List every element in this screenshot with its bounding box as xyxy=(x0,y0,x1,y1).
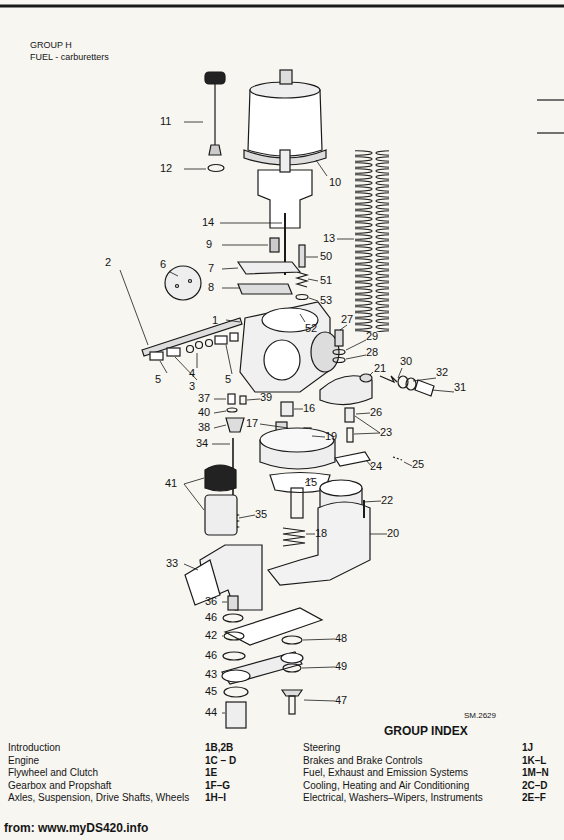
callout-number: 17 xyxy=(246,417,258,430)
callout-number: 47 xyxy=(335,694,347,707)
callout-number: 44 xyxy=(205,706,217,719)
callout-number: 36 xyxy=(205,595,217,608)
callout-number: 51 xyxy=(320,274,332,287)
parts xyxy=(0,6,564,728)
callout-number: 26 xyxy=(370,406,382,419)
watermark: from: www.myDS420.info xyxy=(4,822,148,836)
callout-number: 11 xyxy=(160,115,171,128)
callout-number: 27 xyxy=(341,313,353,326)
callout-number: 9 xyxy=(206,238,212,251)
callout-number: 28 xyxy=(366,346,378,359)
callout-number: 23 xyxy=(380,426,392,439)
callout-number: 19 xyxy=(325,430,337,443)
callout-number: 34 xyxy=(196,437,208,450)
index-entry: Axles, Suspension, Drive Shafts, Wheels xyxy=(8,792,189,804)
index-code: 2E–F xyxy=(522,792,546,804)
index-code: 1B,2B xyxy=(205,742,233,754)
callout-number: 46 xyxy=(205,611,217,624)
callout-number: 12 xyxy=(160,162,172,175)
callout-number: 53 xyxy=(320,294,332,307)
index-entry: Introduction xyxy=(8,742,60,754)
table-heading: GROUP INDEX xyxy=(384,725,468,739)
callout-number: 33 xyxy=(166,557,178,570)
index-entry: Engine xyxy=(8,755,39,767)
callout-number: 41 xyxy=(165,477,177,490)
drawing-number: SM.2629 xyxy=(464,711,496,720)
callout-number: 39 xyxy=(260,391,272,404)
callout-number: 5 xyxy=(155,373,161,386)
index-entry: Brakes and Brake Controls xyxy=(303,755,423,767)
leader-lines xyxy=(120,122,454,713)
callout-number: 31 xyxy=(454,381,466,394)
index-code: 1M–N xyxy=(522,767,549,779)
index-code: 1H–I xyxy=(205,792,226,804)
index-entry: Steering xyxy=(303,742,340,754)
callout-number: 4 xyxy=(189,367,195,380)
callout-number: 35 xyxy=(255,508,267,521)
group-heading: GROUP H xyxy=(30,40,72,50)
callout-number: 18 xyxy=(315,527,327,540)
callout-number: 13 xyxy=(323,232,335,245)
callout-number: 29 xyxy=(366,330,378,343)
callout-number: 7 xyxy=(208,262,214,275)
callout-number: 42 xyxy=(205,629,217,642)
index-code: 2C–D xyxy=(522,780,548,792)
index-entry: Gearbox and Propshaft xyxy=(8,780,111,792)
callout-number: 52 xyxy=(305,322,317,335)
callout-number: 49 xyxy=(335,660,347,673)
callout-number: 5 xyxy=(225,373,231,386)
callout-number: 32 xyxy=(436,366,448,379)
index-code: 1E xyxy=(205,767,217,779)
callout-number: 45 xyxy=(205,685,217,698)
callout-number: 50 xyxy=(320,250,332,263)
callout-number: 38 xyxy=(198,421,210,434)
callout-number: 22 xyxy=(381,494,393,507)
callout-number: 48 xyxy=(335,632,347,645)
index-code: 1F–G xyxy=(205,780,230,792)
callout-number: 16 xyxy=(303,402,315,415)
callout-number: 30 xyxy=(400,355,412,368)
callout-number: 37 xyxy=(198,392,210,405)
index-code: 1C – D xyxy=(205,755,236,767)
callout-number: 14 xyxy=(202,216,214,229)
callout-number: 40 xyxy=(198,406,210,419)
index-code: 1J xyxy=(522,742,533,754)
callout-number: 46 xyxy=(205,649,217,662)
callout-number: 25 xyxy=(412,458,424,471)
index-entry: Flywheel and Clutch xyxy=(8,767,98,779)
callout-number: 8 xyxy=(208,281,214,294)
callout-number: 21 xyxy=(374,362,386,375)
index-entry: Fuel, Exhaust and Emission Systems xyxy=(303,767,468,779)
callout-number: 15 xyxy=(305,476,317,489)
index-entry: Electrical, Washers–Wipers, Instruments xyxy=(303,792,483,804)
callout-number: 2 xyxy=(105,256,111,269)
index-entry: Cooling, Heating and Air Conditioning xyxy=(303,780,469,792)
callout-number: 10 xyxy=(329,176,341,189)
callout-number: 20 xyxy=(387,527,399,540)
section-heading: FUEL - carburetters xyxy=(30,52,109,62)
callout-number: 6 xyxy=(160,258,166,271)
index-code: 1K–L xyxy=(522,755,546,767)
callout-number: 3 xyxy=(189,380,195,393)
callout-number: 1 xyxy=(212,314,218,327)
callout-number: 24 xyxy=(370,460,382,473)
callout-number: 43 xyxy=(205,668,217,681)
